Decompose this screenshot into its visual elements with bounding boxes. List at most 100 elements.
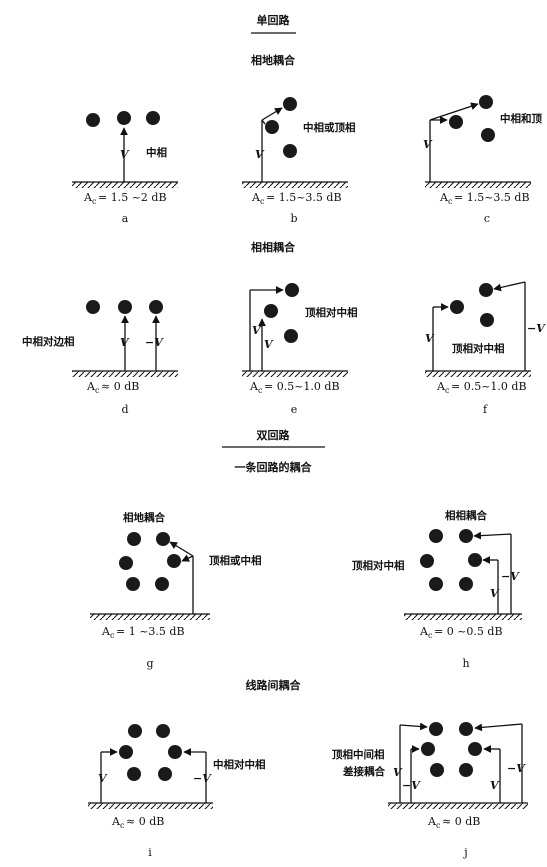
conductor bbox=[119, 745, 133, 759]
attenuation-symbol: Ac bbox=[436, 380, 450, 395]
feed-lead bbox=[399, 722, 428, 731]
voltage-label: V bbox=[490, 587, 500, 600]
voltage-label: V bbox=[423, 138, 433, 151]
panel-caption: f bbox=[483, 403, 488, 416]
conductor bbox=[146, 111, 160, 125]
conductor bbox=[117, 111, 131, 125]
feed-lead bbox=[169, 541, 194, 557]
ground-hatch bbox=[242, 371, 348, 377]
attenuation-value: = 0 ~0.5 dB bbox=[434, 625, 503, 638]
voltage-label: −V bbox=[145, 336, 164, 349]
panel-title: 相地耦合 bbox=[123, 511, 165, 524]
conductor bbox=[449, 115, 463, 129]
conductor bbox=[118, 300, 132, 314]
conductor bbox=[86, 113, 100, 127]
coupling-label: 中相 bbox=[146, 146, 167, 159]
feed-lead bbox=[261, 119, 266, 125]
panel-caption: e bbox=[291, 403, 298, 416]
coupling-label-line2: 差接耦合 bbox=[343, 765, 385, 778]
panel-caption: d bbox=[121, 403, 128, 416]
attenuation-symbol: Ac bbox=[249, 380, 263, 395]
attenuation-value: = 0.5~1.0 dB bbox=[264, 380, 340, 393]
attenuation-value: ≈ 0 dB bbox=[101, 380, 139, 393]
conductor bbox=[127, 767, 141, 781]
coupling-label: 中相或顶相 bbox=[303, 121, 356, 134]
panel-caption: b bbox=[290, 212, 297, 225]
panel-a: V 中相 Ac = 1.5 ~2 dB a bbox=[72, 111, 178, 225]
coupling-label: 中相对中相 bbox=[213, 758, 266, 771]
conductor bbox=[459, 763, 473, 777]
conductor bbox=[459, 577, 473, 591]
voltage-label: V bbox=[490, 779, 500, 792]
conductor bbox=[429, 577, 443, 591]
feed-lead bbox=[261, 107, 283, 121]
ground-hatch bbox=[72, 371, 178, 377]
panel-caption: j bbox=[462, 846, 467, 859]
voltage-label: −V bbox=[527, 322, 546, 335]
conductor bbox=[149, 300, 163, 314]
coupling-label: 顶相对中相 bbox=[352, 559, 405, 572]
subsection-title-one-circuit: 一条回路的耦合 bbox=[235, 460, 313, 474]
conductor bbox=[156, 532, 170, 546]
attenuation-symbol: Ac bbox=[101, 625, 115, 640]
attenuation-value: ≈ 0 dB bbox=[126, 815, 164, 828]
voltage-label: V bbox=[120, 148, 130, 161]
ground-hatch bbox=[72, 182, 178, 188]
ground-hatch bbox=[388, 803, 528, 809]
feed-lead bbox=[493, 281, 526, 292]
attenuation-symbol: Ac bbox=[86, 380, 100, 395]
feed-lead bbox=[473, 531, 512, 540]
conductor bbox=[283, 144, 297, 158]
conductor bbox=[128, 724, 142, 738]
conductor bbox=[429, 529, 443, 543]
panel-i: V −V 中相对中相 Ac ≈ 0 dB i bbox=[88, 724, 266, 859]
voltage-label: −V bbox=[501, 570, 520, 583]
ground-hatch bbox=[425, 371, 531, 377]
voltage-label: V bbox=[120, 336, 130, 349]
conductor bbox=[283, 97, 297, 111]
coupling-label: 顶相或中相 bbox=[209, 554, 262, 567]
voltage-label: V bbox=[393, 766, 403, 779]
attenuation-value: = 1 ~3.5 dB bbox=[116, 625, 185, 638]
panel-caption: c bbox=[484, 212, 490, 225]
panel-caption: h bbox=[462, 657, 469, 670]
coupling-label: 顶相对中相 bbox=[452, 342, 505, 355]
conductor bbox=[481, 128, 495, 142]
conductor bbox=[429, 722, 443, 736]
feed-lead bbox=[181, 554, 194, 562]
conductor bbox=[86, 300, 100, 314]
voltage-label: −V bbox=[507, 762, 526, 775]
conductor bbox=[284, 329, 298, 343]
conductor bbox=[119, 556, 133, 570]
subsection-title-between-circuits: 线路间耦合 bbox=[246, 678, 302, 692]
voltage-label: V bbox=[252, 324, 262, 337]
attenuation-value: ≈ 0 dB bbox=[442, 815, 480, 828]
panel-j: V −V V −V 顶相中间相 差接耦合 Ac ≈ 0 dB j bbox=[332, 722, 528, 859]
attenuation-symbol: Ac bbox=[111, 815, 125, 830]
attenuation-symbol: Ac bbox=[419, 625, 433, 640]
ground-hatch bbox=[425, 182, 531, 188]
panel-title: 相相耦合 bbox=[445, 509, 487, 522]
ground-hatch bbox=[404, 614, 522, 620]
panel-c: V 中相和顶 Ac = 1.5~3.5 dB c bbox=[423, 95, 542, 225]
conductor bbox=[127, 532, 141, 546]
conductor bbox=[158, 767, 172, 781]
panel-g: 相地耦合 顶相或中相 Ac = 1 ~3.5 dB g bbox=[90, 511, 262, 670]
conductor bbox=[468, 742, 482, 756]
voltage-label: V bbox=[425, 332, 435, 345]
panel-b: V 中相或顶相 Ac = 1.5~3.5 dB b bbox=[242, 97, 356, 225]
voltage-label: V bbox=[255, 148, 265, 161]
panel-f: V −V 顶相对中相 Ac = 0.5~1.0 dB f bbox=[425, 281, 546, 416]
conductor bbox=[420, 554, 434, 568]
panel-caption: i bbox=[148, 846, 152, 859]
attenuation-symbol: Ac bbox=[439, 191, 453, 206]
conductor bbox=[265, 120, 279, 134]
conductor bbox=[450, 300, 464, 314]
voltage-label: −V bbox=[402, 779, 421, 792]
conductor bbox=[155, 577, 169, 591]
ground-hatch bbox=[88, 803, 213, 809]
attenuation-symbol: Ac bbox=[427, 815, 441, 830]
coupling-label: 中相对边相 bbox=[22, 335, 75, 348]
conductor bbox=[430, 763, 444, 777]
